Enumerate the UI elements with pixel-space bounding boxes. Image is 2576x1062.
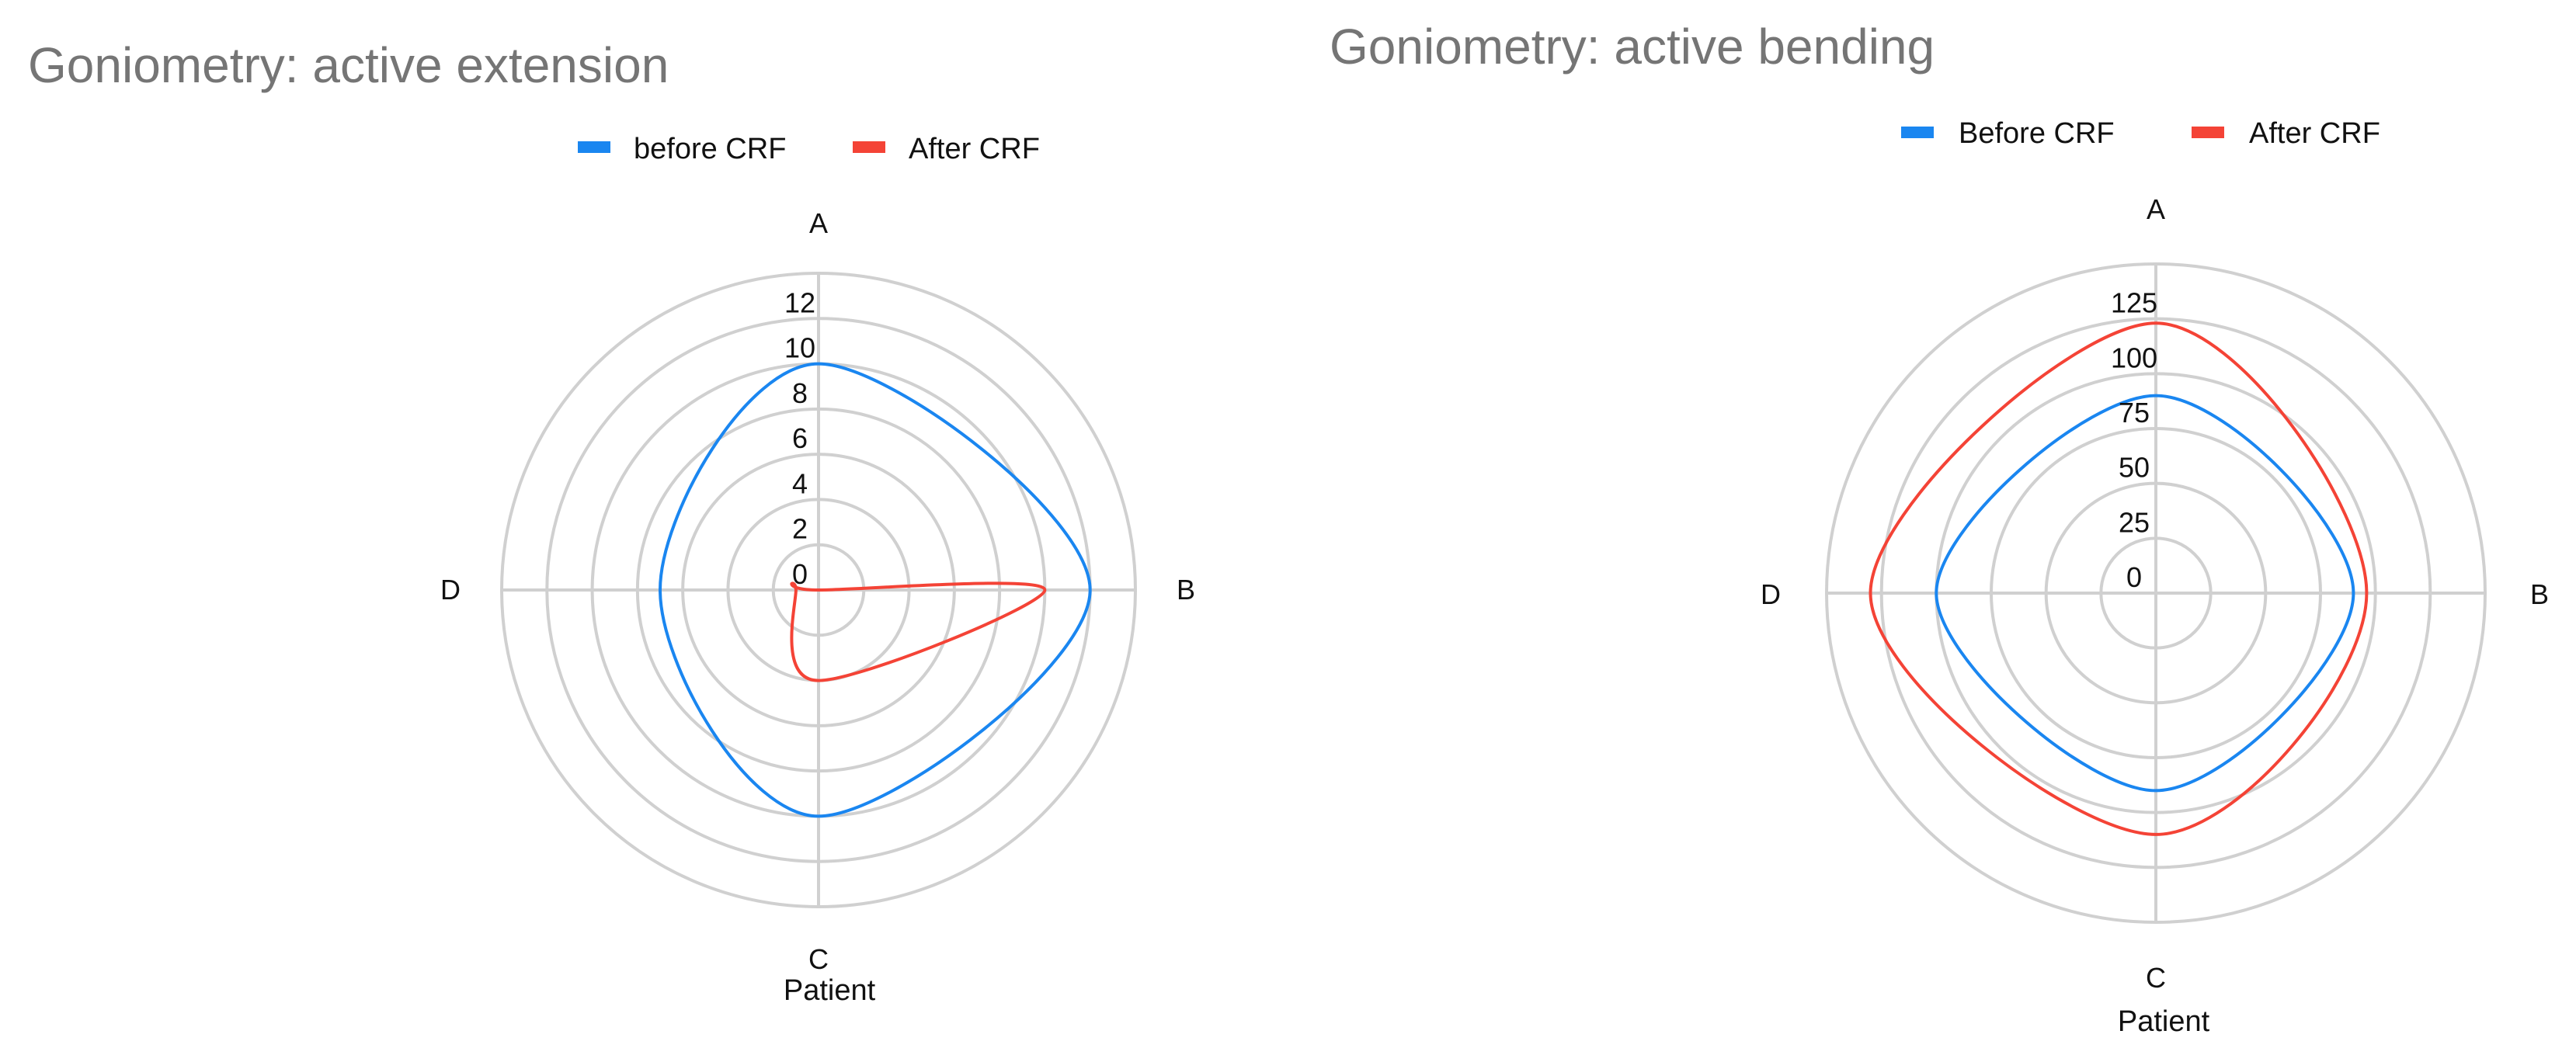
axis-label-d: D — [440, 574, 461, 606]
radar-chart-bending: Goniometry: active bending Before CRF Af… — [1330, 19, 2549, 1038]
axis-labels: A B C D — [440, 207, 1195, 975]
axis-label-a: A — [809, 207, 828, 239]
tick-label: 4 — [792, 467, 808, 499]
legend-label-after: After CRF — [2249, 117, 2380, 150]
radar-series — [1869, 321, 2369, 836]
axis-labels: A B C D — [1761, 193, 2549, 994]
axis-label-b: B — [1177, 574, 1195, 606]
radial-ticks: 0 25 50 75 100 125 — [2111, 287, 2157, 593]
tick-label: 75 — [2119, 397, 2150, 429]
tick-label: 12 — [784, 286, 815, 318]
tick-label: 8 — [792, 377, 808, 409]
axis-label-c: C — [2146, 962, 2166, 994]
axis-title: Patient — [2118, 1005, 2210, 1038]
legend: before CRF After CRF — [578, 133, 1040, 165]
legend: Before CRF After CRF — [1901, 117, 2380, 150]
legend-label-after: After CRF — [909, 133, 1040, 165]
tick-label: 50 — [2119, 452, 2150, 484]
legend-swatch-after — [2192, 127, 2224, 138]
chart-title: Goniometry: active extension — [28, 37, 669, 93]
tick-label: 125 — [2111, 287, 2157, 319]
legend-swatch-before — [578, 141, 610, 153]
series-line — [790, 581, 1047, 682]
tick-label: 0 — [792, 558, 808, 590]
radar-chart-extension: Goniometry: active extension before CRF … — [28, 37, 1195, 1007]
axis-label-d: D — [1761, 578, 1781, 610]
legend-label-before: before CRF — [634, 133, 786, 165]
chart-title: Goniometry: active bending — [1330, 19, 1935, 75]
axis-label-a: A — [2147, 193, 2165, 225]
series-line — [658, 362, 1092, 818]
tick-label: 25 — [2119, 506, 2150, 538]
radial-ticks: 0 2 4 6 8 10 12 — [784, 286, 815, 590]
tick-label: 2 — [792, 513, 808, 545]
radar-series — [658, 362, 1092, 818]
axis-title: Patient — [784, 974, 876, 1007]
axis-label-c: C — [808, 943, 829, 975]
tick-label: 100 — [2111, 342, 2157, 373]
series-line — [1935, 394, 2355, 793]
tick-label: 0 — [2126, 561, 2142, 593]
legend-swatch-after — [853, 141, 885, 153]
series-line — [1869, 321, 2369, 836]
tick-label: 10 — [784, 332, 815, 364]
legend-label-before: Before CRF — [1959, 117, 2115, 150]
tick-label: 6 — [792, 422, 808, 454]
legend-swatch-before — [1901, 127, 1934, 138]
axis-label-b: B — [2530, 578, 2549, 610]
